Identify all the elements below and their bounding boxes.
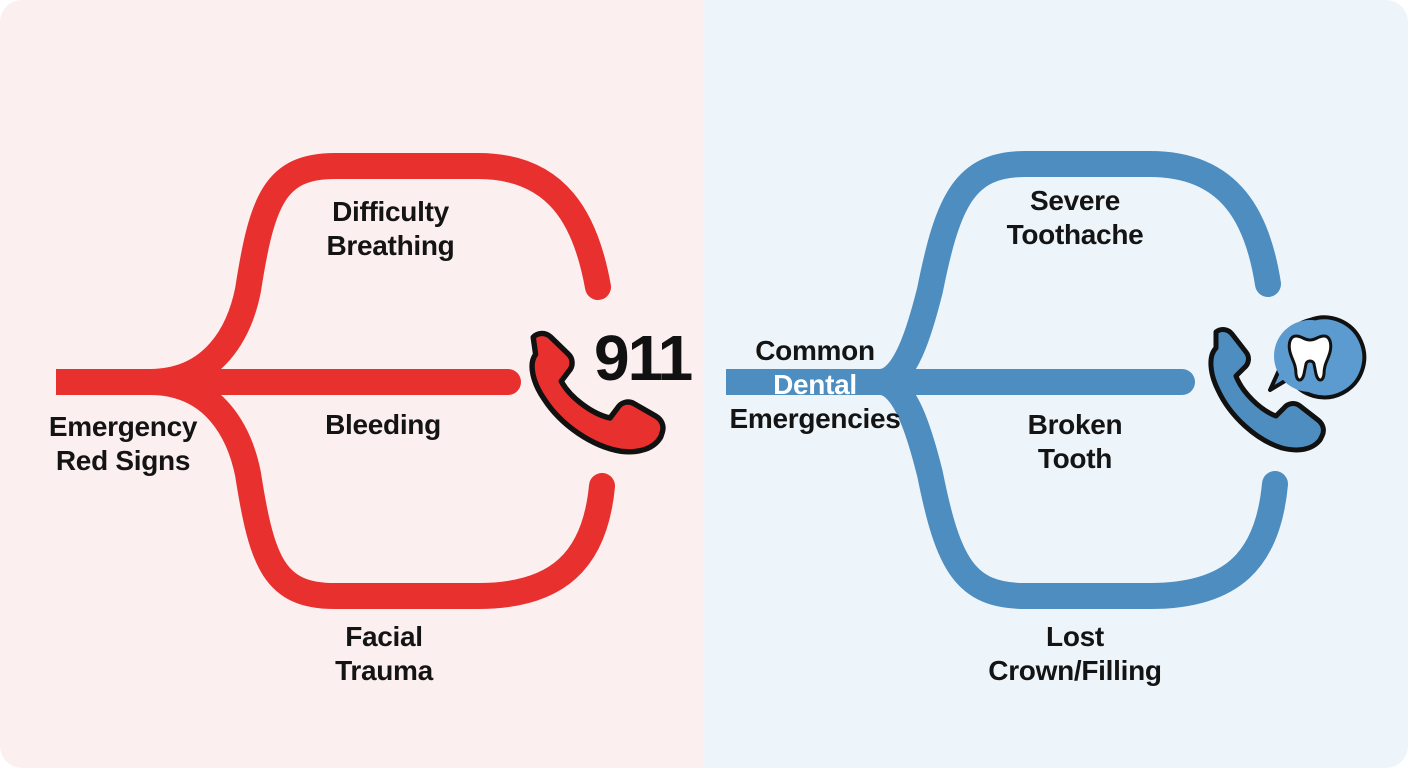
tooth-icon [1287, 334, 1333, 382]
bleeding-label: Bleeding [325, 409, 441, 440]
dental-bottom-branch [867, 369, 1288, 609]
dental-phone-icon [1208, 327, 1326, 453]
broken-tooth-label: Broken Tooth [1027, 409, 1123, 474]
emergency-branch-tree [56, 153, 615, 609]
lost-crown-filling-label: Lost Crown/Filling [988, 621, 1162, 686]
emergency-bottom-branch [137, 369, 615, 609]
dental-top-branch [867, 151, 1281, 395]
emergency-top-branch [137, 153, 611, 395]
dental-branch-tree [726, 151, 1288, 609]
phone-icon [529, 330, 666, 455]
difficulty-breathing-label: Difficulty Breathing [326, 196, 455, 261]
emergency-number-911: 911 [594, 322, 693, 394]
facial-trauma-label: Facial Trauma [335, 621, 433, 686]
tooth-speech-bubble-icon [1268, 315, 1367, 400]
severe-toothache-label: Severe Toothache [1006, 185, 1144, 250]
emergency-red-signs-label: Emergency Red Signs [48, 411, 198, 476]
common-dental-emergencies-label: Common Dental Emergencies [729, 335, 901, 434]
